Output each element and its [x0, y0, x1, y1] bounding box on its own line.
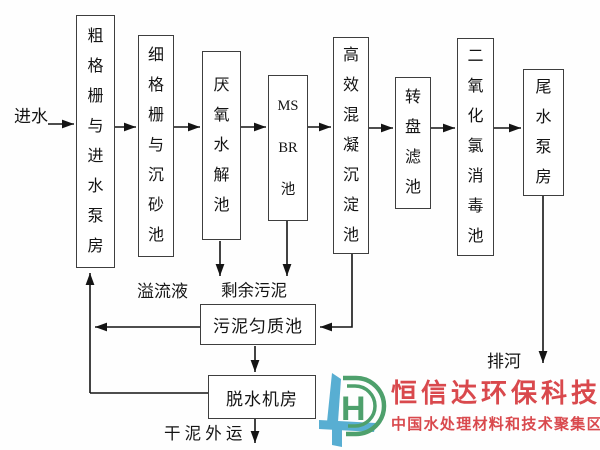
arrow-coagulation-to-homogenization	[320, 254, 353, 332]
label-dry-sludge-out: 干 泥 外 运	[164, 424, 243, 443]
process-box-label: 高 效 混 凝 沉 淀 池	[342, 46, 359, 244]
process-box-label: MS BR 池	[277, 98, 299, 198]
process-box-label: 细 格 栅 与 沉 砂 池	[147, 47, 164, 244]
process-box-disinfection: 二 氧 化 氯 消 毒 池	[457, 38, 494, 256]
logo-company-name: 恒信达环保科技	[391, 378, 600, 408]
process-box-disc-filter: 转 盘 滤 池	[395, 77, 431, 209]
label-discharge-to-river: 排河	[487, 352, 521, 371]
process-box-label: 污泥匀质池	[213, 317, 303, 336]
process-box-coagulation-sedimentation: 高 效 混 凝 沉 淀 池	[333, 37, 369, 254]
process-box-coarse-screen-pump: 粗 格 栅 与 进 水 泵 房	[76, 15, 115, 268]
process-box-label: 脱水机房	[226, 389, 298, 409]
logo-monogram: H	[341, 390, 366, 428]
process-box-label: 尾 水 泵 房	[535, 78, 552, 186]
hd-water-pipe-logo-icon: H	[319, 373, 387, 447]
process-box-sludge-homogenization: 污泥匀质池	[200, 304, 316, 345]
logo-text-block: 恒信达环保科技 中国水处理材料和技术聚集区	[391, 372, 600, 434]
process-box-label: 转 盘 滤 池	[404, 89, 421, 196]
company-logo: H 恒信达环保科技 中国水处理材料和技术聚集区	[316, 372, 600, 449]
process-box-tailwater-pump: 尾 水 泵 房	[523, 69, 564, 196]
process-box-anaerobic-hydrolysis: 厌 氧 水 解 池	[202, 51, 241, 240]
process-box-label: 粗 格 栅 与 进 水 泵 房	[87, 27, 104, 255]
logo-tagline: 中国水处理材料和技术聚集区	[391, 416, 600, 433]
label-overflow-liquid: 溢流液	[137, 282, 188, 301]
process-box-msbr: MS BR 池	[268, 75, 308, 221]
label-inflow: 进水	[14, 107, 48, 126]
process-box-dewatering-room: 脱水机房	[208, 375, 316, 419]
label-excess-sludge: 剩余污泥	[221, 281, 287, 300]
process-box-fine-screen-grit: 细 格 栅 与 沉 砂 池	[138, 35, 174, 257]
process-box-label: 二 氧 化 氯 消 毒 池	[467, 48, 484, 245]
process-box-label: 厌 氧 水 解 池	[213, 76, 230, 214]
